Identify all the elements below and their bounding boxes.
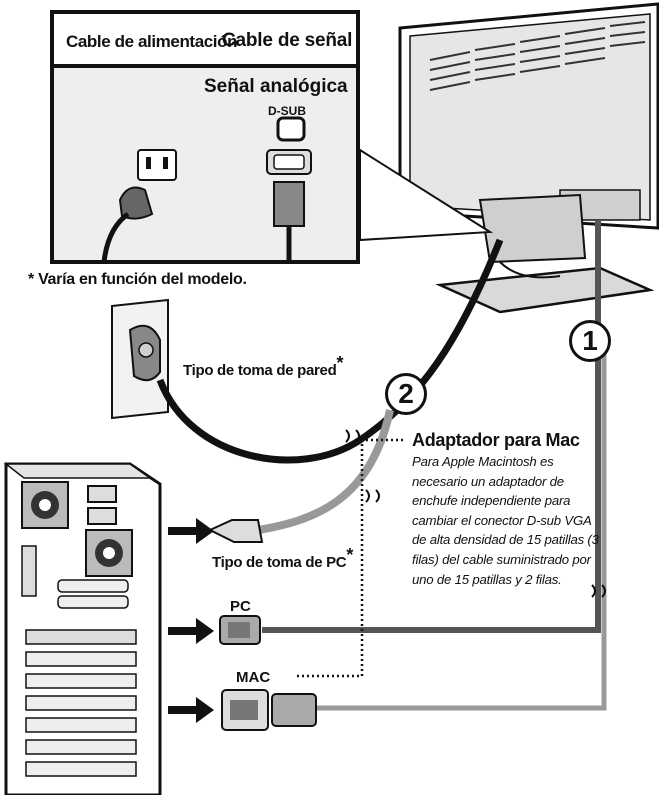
pc-label: PC xyxy=(230,598,251,615)
pc-power-cable xyxy=(168,409,394,544)
asterisk: * xyxy=(346,545,354,565)
mac-connector xyxy=(168,689,317,731)
step-2-badge: 2 xyxy=(385,373,427,415)
monitor-illustration xyxy=(398,2,659,314)
analog-signal-label: Señal analógica xyxy=(204,76,348,97)
power-cable-header: Cable de alimentación xyxy=(66,32,238,51)
pc-connector xyxy=(168,615,261,645)
cable-break-marks xyxy=(345,429,606,598)
power-cable xyxy=(156,238,504,464)
inset-box xyxy=(50,10,360,264)
mac-adapter-title: Adaptador para Mac xyxy=(412,430,580,450)
signal-cable-header: Cable de señal xyxy=(222,30,353,51)
step-1-badge: 1 xyxy=(569,320,611,362)
mac-adapter-description: Para Apple Macintosh es necesario un ada… xyxy=(412,454,599,587)
adapter-leader xyxy=(352,438,404,678)
wall-outlet xyxy=(111,298,169,420)
signal-cable-mac xyxy=(316,350,607,711)
dsub-label: D-SUB xyxy=(268,104,306,118)
pc-outlet-label: Tipo de toma de PC* xyxy=(212,545,354,571)
model-note: * Varía en función del modelo. xyxy=(28,271,247,288)
pc-tower xyxy=(3,462,162,795)
asterisk: * xyxy=(336,353,344,373)
wall-outlet-label: Tipo de toma de pared* xyxy=(183,353,344,379)
mac-label: MAC xyxy=(236,669,271,686)
